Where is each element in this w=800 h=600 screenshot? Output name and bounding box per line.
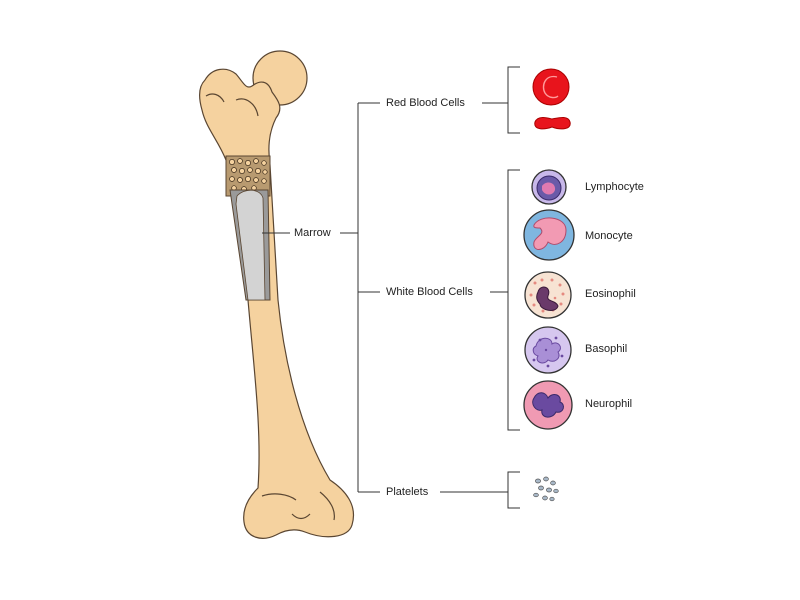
neutrophil-label: Neurophil [585, 398, 632, 411]
eosinophil-icon [525, 272, 571, 318]
red-cells-bracket [508, 67, 520, 133]
neutrophil-icon [524, 381, 572, 429]
red-blood-cell-icon [533, 69, 569, 105]
basophil-icon [525, 327, 571, 373]
white-blood-cells-label: White Blood Cells [384, 286, 475, 299]
basophil-label: Basophil [585, 343, 627, 356]
monocyte-label: Monocyte [585, 230, 633, 243]
femur-bone [200, 51, 354, 538]
red-blood-cell-side-icon [535, 118, 570, 129]
white-cells-bracket [508, 170, 520, 430]
marrow-label: Marrow [292, 227, 333, 240]
bone-shaft [200, 69, 354, 538]
monocyte-icon [524, 210, 574, 260]
red-blood-cells-label: Red Blood Cells [384, 97, 467, 110]
eosinophil-label: Eosinophil [585, 288, 636, 301]
lymphocyte-label: Lymphocyte [585, 181, 644, 194]
platelets-bracket [508, 472, 520, 508]
platelets-label: Platelets [384, 486, 430, 499]
marrow-cavity [230, 190, 270, 300]
lymphocyte-icon [532, 170, 566, 204]
platelets-icon [534, 477, 559, 501]
